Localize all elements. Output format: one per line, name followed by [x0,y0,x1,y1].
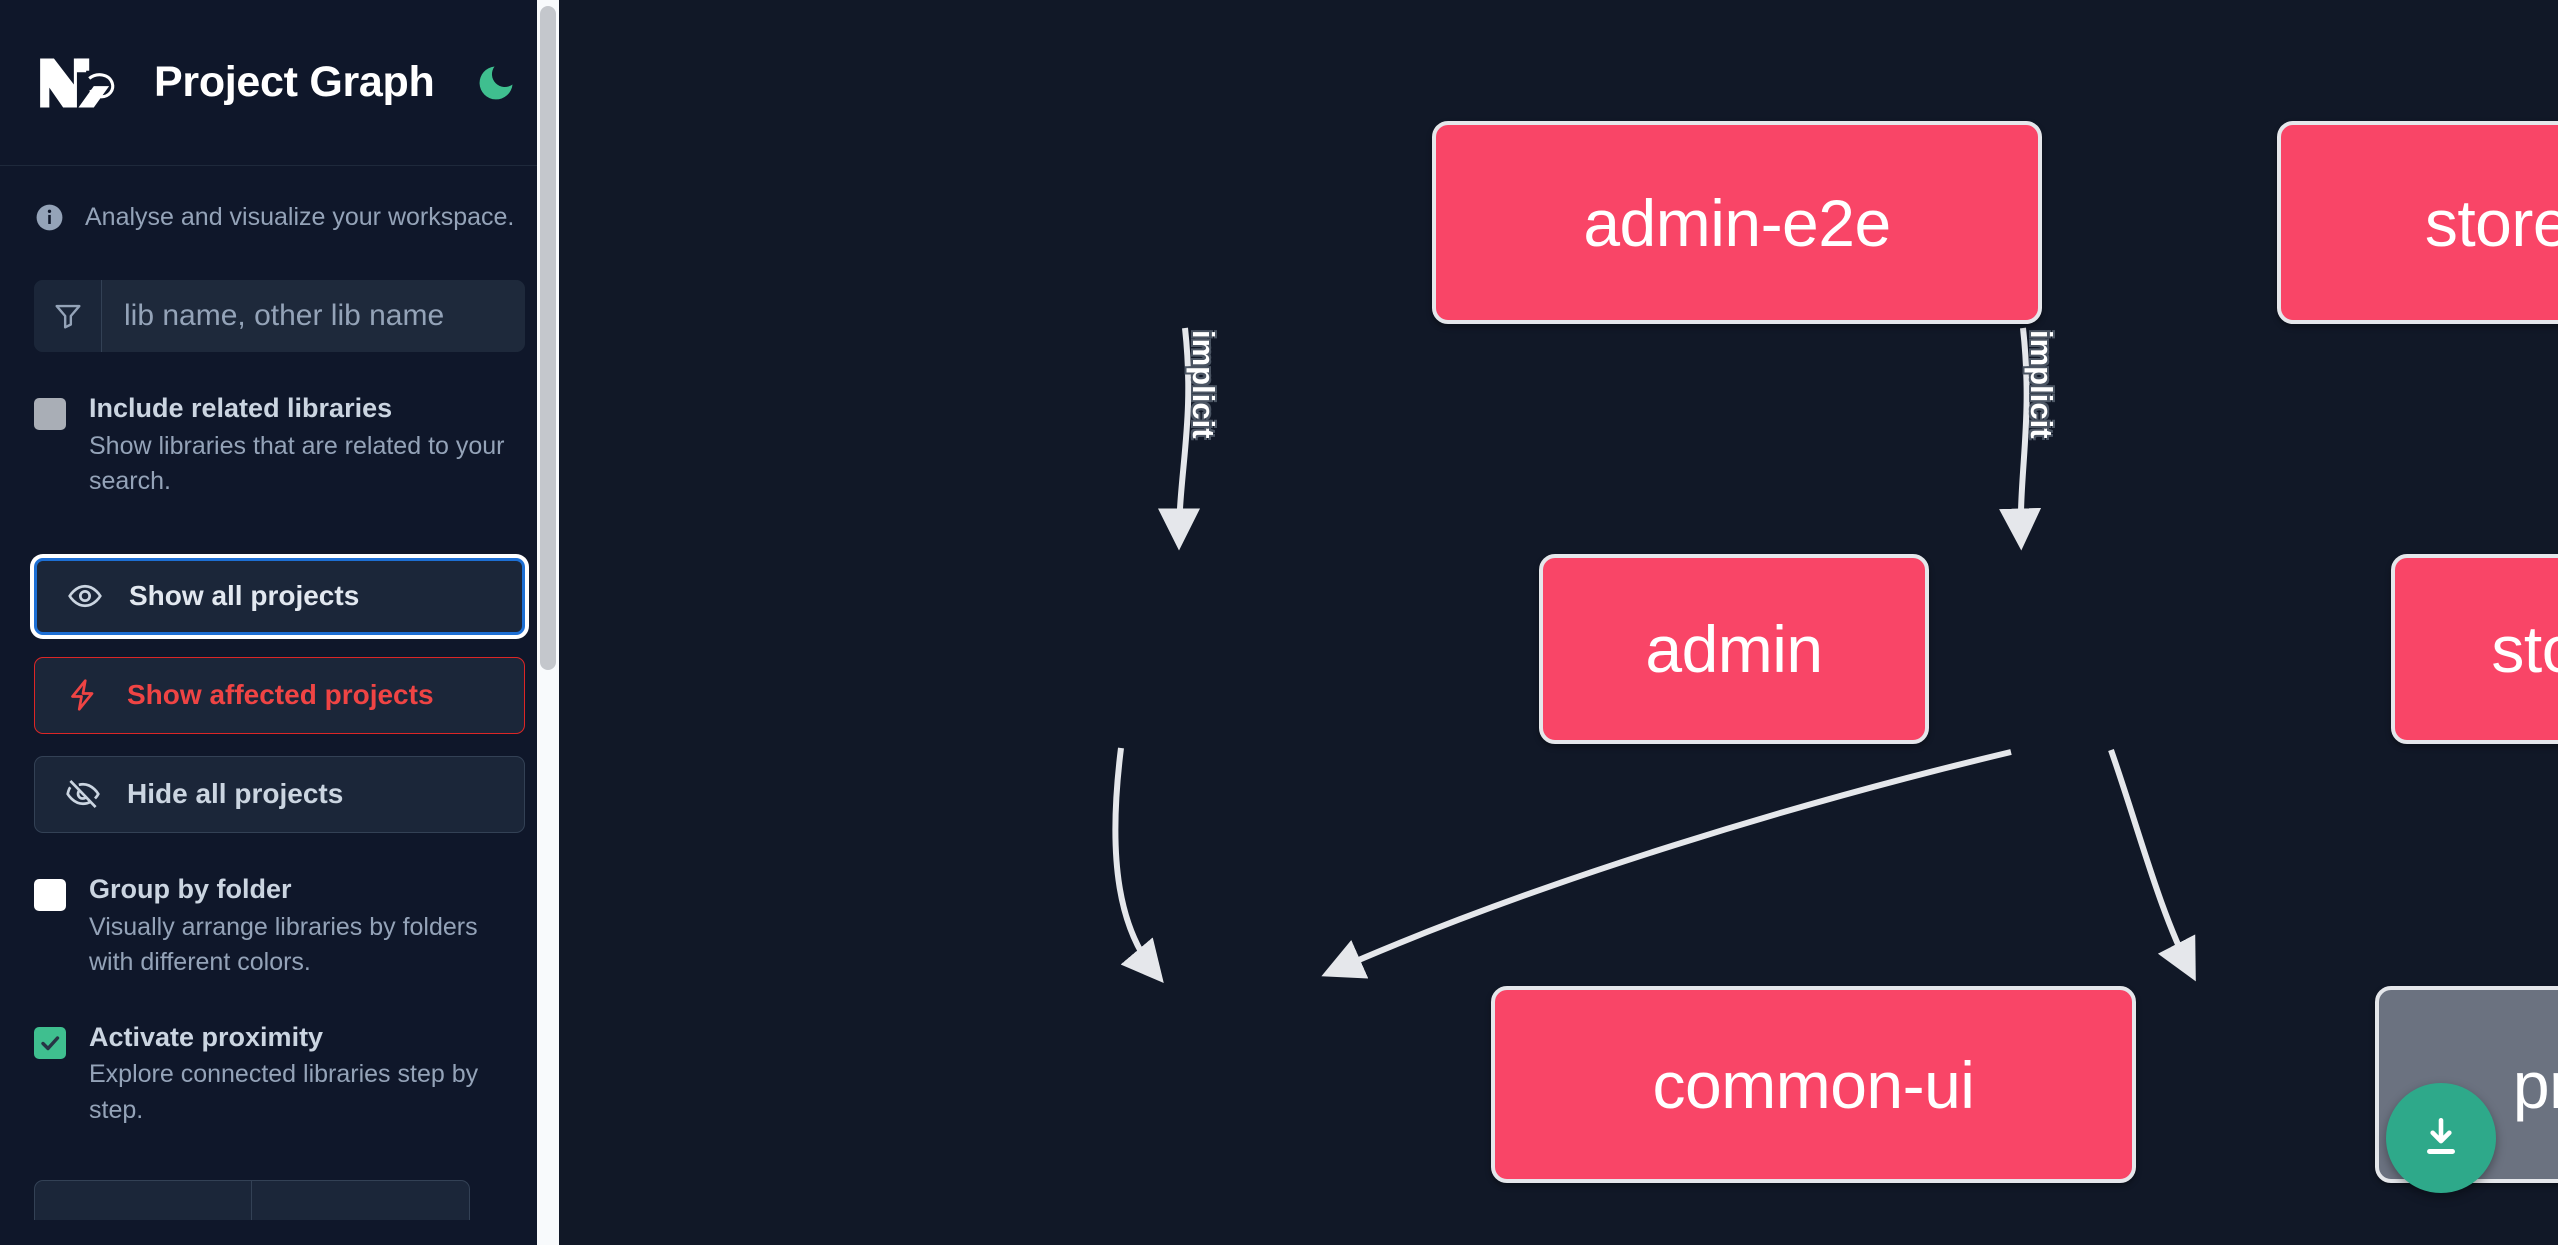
search-input[interactable] [102,280,525,352]
show-all-projects-button[interactable]: Show all projects [34,557,525,635]
option-description: Visually arrange libraries by folders wi… [89,912,478,977]
graph-edges [1112,327,2196,984]
option-include-related-libraries[interactable]: Include related libraries Show libraries… [34,392,525,500]
lightning-bolt-icon [71,679,94,711]
project-visibility-buttons: Show all projects Show affected projects [34,557,525,833]
sidebar-scrollbar[interactable] [537,0,559,1245]
activate-proximity-checkbox[interactable] [34,1026,66,1059]
hide-all-projects-label: Hide all projects [127,778,344,810]
option-title: Include related libraries [89,393,393,423]
sidebar: Project Graph Analyse and visualize your… [0,0,559,1245]
nx-logo-icon [34,52,126,114]
graph-canvas[interactable]: implicit implicit admin-e2e store-e2e ad… [559,0,2558,1245]
graph-node-label: common-ui [1652,1047,1975,1122]
include-related-libraries-checkbox[interactable] [34,398,66,430]
eye-off-icon [66,780,100,809]
show-affected-projects-label: Show affected projects [127,679,434,711]
edge-label-implicit-store: implicit [2024,330,2059,439]
graph-node-admin[interactable]: admin [1539,554,1929,744]
control-segment-right[interactable] [252,1180,470,1221]
sidebar-body: Include related libraries Show libraries… [0,280,559,1221]
graph-node-common-ui[interactable]: common-ui [1491,986,2136,1183]
edge-label-implicit-admin: implicit [1186,330,1221,439]
partially-visible-control-group[interactable] [34,1180,525,1221]
group-by-folder-checkbox[interactable] [34,878,66,911]
download-button[interactable] [2386,1083,2496,1193]
check-icon [41,1035,60,1050]
graph-node-label: products [2512,1047,2558,1122]
edge-store-to-products [2108,749,2196,982]
edge-admin-to-common-ui [1112,747,1164,984]
option-title: Activate proximity [89,1021,324,1052]
graph-node-store[interactable]: store [2391,554,2558,744]
eye-icon [68,585,102,608]
control-segment-left[interactable] [34,1180,252,1221]
download-icon [2427,1118,2455,1155]
edge-admin-e2e-to-admin [1158,327,1201,551]
info-icon [34,202,65,233]
option-activate-proximity[interactable]: Activate proximity Explore connected lib… [34,1021,525,1129]
graph-node-label: store [2491,612,2558,686]
graph-node-store-e2e[interactable]: store-e2e [2277,121,2558,324]
edge-store-to-common-ui [1321,749,2012,979]
workspace-note-text: Analyse and visualize your workspace. [85,203,515,231]
option-title: Group by folder [89,873,292,904]
option-description: Show libraries that are related to your … [89,431,505,496]
graph-node-label: admin-e2e [1583,185,1891,260]
graph-node-label: store-e2e [2424,185,2558,260]
filter-row [34,280,525,352]
sidebar-scrollbar-thumb[interactable] [540,6,556,670]
show-all-projects-label: Show all projects [129,580,360,612]
option-description: Explore connected libraries step by step… [89,1060,479,1124]
hide-all-projects-button[interactable]: Hide all projects [34,755,525,833]
option-group-by-folder[interactable]: Group by folder Visually arrange librari… [34,873,525,981]
sidebar-header: Project Graph [0,0,559,166]
page-title: Project Graph [154,58,435,106]
filter-funnel-icon [34,280,102,352]
graph-node-admin-e2e[interactable]: admin-e2e [1432,121,2042,324]
edge-store-e2e-to-store [1999,327,2042,551]
graph-node-label: admin [1645,612,1823,686]
moon-icon[interactable] [470,57,522,109]
workspace-note: Analyse and visualize your workspace. [0,166,559,233]
show-affected-projects-button[interactable]: Show affected projects [34,656,525,734]
